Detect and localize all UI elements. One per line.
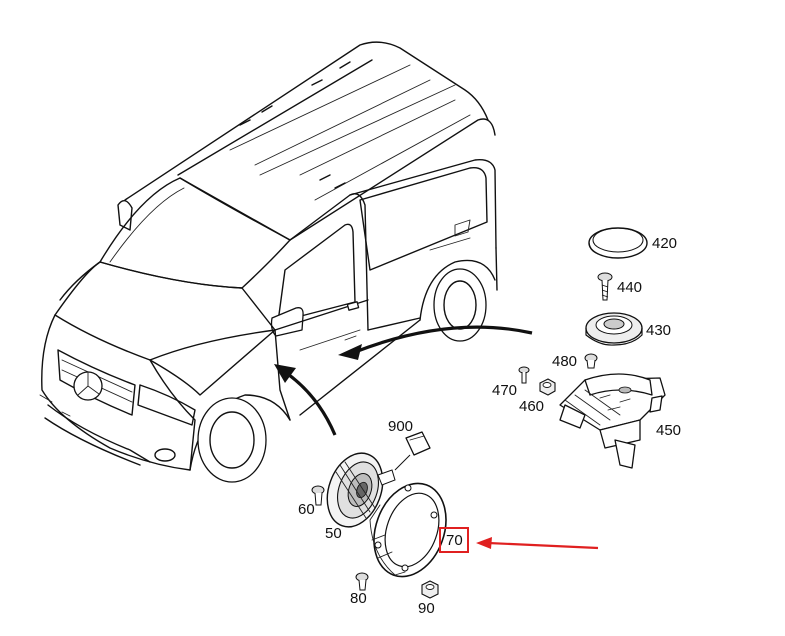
part-440-screw[interactable]: [597, 272, 613, 301]
label-480: 480: [552, 353, 577, 370]
assembly-arrow-lower: [274, 364, 337, 436]
part-80-screw[interactable]: [355, 572, 369, 591]
part-900-connector[interactable]: [394, 431, 431, 471]
part-460-nut[interactable]: [539, 378, 556, 396]
label-460: 460: [519, 398, 544, 415]
label-420: 420: [652, 235, 677, 252]
label-90: 90: [418, 600, 435, 617]
part-430-tweeter[interactable]: [585, 312, 643, 346]
part-60-screw[interactable]: [311, 485, 325, 506]
part-470-screw[interactable]: [518, 366, 530, 384]
part-420-ring[interactable]: [588, 227, 648, 259]
highlight-box: [439, 527, 469, 553]
assembly-arrow-upper: [338, 325, 533, 360]
highlight-arrow: [476, 537, 599, 550]
part-50-speaker[interactable]: [318, 445, 396, 534]
label-60: 60: [298, 501, 315, 518]
label-70: 70: [446, 532, 463, 549]
label-470: 470: [492, 382, 517, 399]
part-90-nut[interactable]: [421, 580, 439, 599]
label-450: 450: [656, 422, 681, 439]
label-80: 80: [350, 590, 367, 607]
van-drawing: [39, 41, 498, 483]
label-50: 50: [325, 525, 342, 542]
part-450-bracket[interactable]: [559, 373, 666, 469]
part-70-adapter[interactable]: [362, 473, 459, 586]
label-900: 900: [388, 418, 413, 435]
part-480-clip[interactable]: [584, 353, 598, 369]
label-430: 430: [646, 322, 671, 339]
label-440: 440: [617, 279, 642, 296]
